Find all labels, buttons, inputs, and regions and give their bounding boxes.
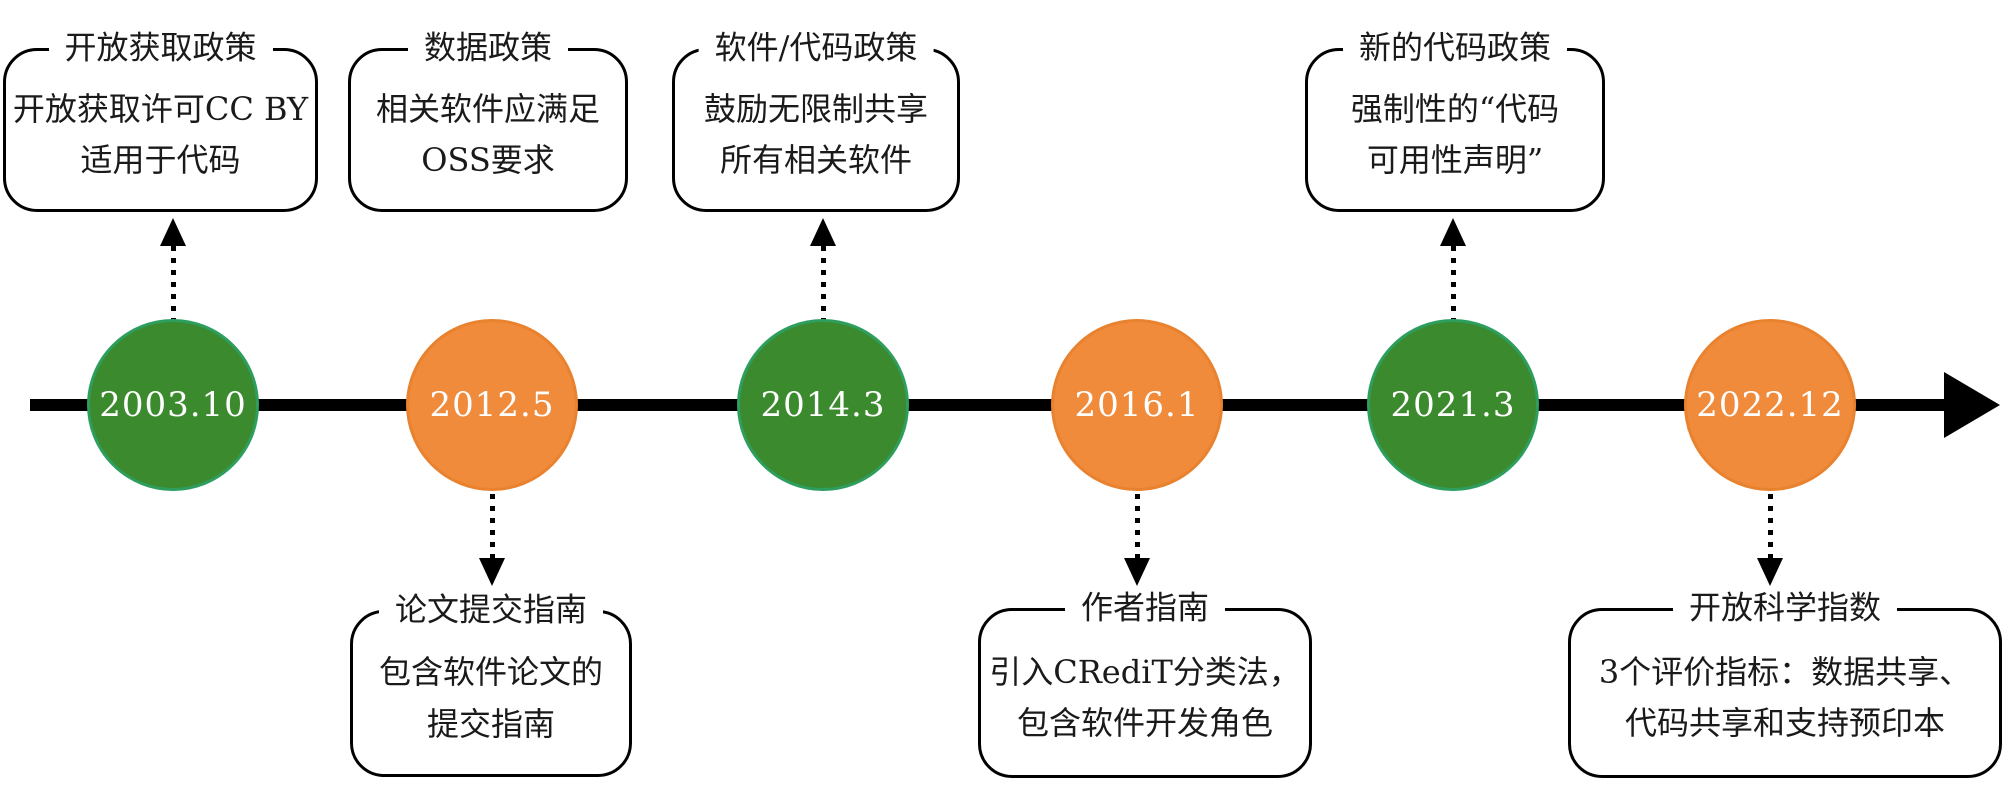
box-title: 新的代码政策 [1342, 29, 1568, 67]
box-title: 软件/代码政策 [698, 29, 934, 67]
box-title: 数据政策 [407, 29, 569, 67]
box-body: 强制性的“代码 可用性声明” [1308, 51, 1602, 209]
box-line: 提交指南 [426, 704, 555, 743]
box-open-science-index: 开放科学指数 3个评价指标：数据共享、 代码共享和支持预印本 [1568, 589, 2002, 778]
arrowhead-down-icon [1757, 558, 1783, 586]
dotted-line [170, 246, 176, 320]
box-title: 作者指南 [1064, 589, 1226, 627]
box-body: 开放获取许可CC BY 适用于代码 [6, 51, 315, 209]
dotted-arrow-up-2014-3 [810, 218, 836, 320]
box-data-policy: 数据政策 相关软件应满足 OSS要求 [348, 29, 628, 212]
dotted-arrow-up-2003-10 [160, 218, 186, 320]
event-circle-2014-3: 2014.3 [737, 319, 909, 491]
timeline-axis [30, 399, 1947, 411]
box-line: 代码共享和支持预印本 [1624, 704, 1945, 742]
event-date: 2012.5 [429, 385, 555, 425]
box-line: OSS要求 [421, 141, 555, 179]
dotted-line [489, 494, 495, 558]
dotted-line [1134, 494, 1140, 558]
event-date: 2014.3 [760, 385, 886, 425]
box-paper-submission-guide: 论文提交指南 包含软件论文的 提交指南 [350, 591, 632, 777]
box-line: 所有相关软件 [719, 141, 912, 179]
dotted-arrow-up-2021-3 [1440, 218, 1466, 320]
box-open-access-policy: 开放获取政策 开放获取许可CC BY 适用于代码 [3, 29, 318, 212]
box-body: 引入CRediT分类法， 包含软件开发角色 [981, 611, 1309, 775]
event-circle-2003-10: 2003.10 [87, 319, 259, 491]
dotted-arrow-down-2022-12 [1757, 494, 1783, 586]
box-line: 适用于代码 [80, 141, 241, 179]
box-line: 鼓励无限制共享 [703, 89, 928, 128]
arrowhead-down-icon [1124, 558, 1150, 586]
box-line: 开放获取许可CC BY [12, 89, 309, 128]
arrowhead-up-icon [810, 218, 836, 246]
timeline-arrowhead-icon [1944, 372, 2000, 438]
box-title: 开放获取政策 [48, 29, 273, 67]
box-line: 相关软件应满足 [375, 89, 600, 128]
event-circle-2022-12: 2022.12 [1684, 319, 1856, 491]
box-line: 可用性声明” [1366, 141, 1544, 179]
box-line: 包含软件开发角色 [1016, 704, 1273, 742]
event-date: 2021.3 [1390, 385, 1516, 425]
event-circle-2016-1: 2016.1 [1051, 319, 1223, 491]
box-software-code-policy: 软件/代码政策 鼓励无限制共享 所有相关软件 [672, 29, 960, 212]
dotted-arrow-down-2012-5 [479, 494, 505, 586]
dotted-line [1767, 494, 1773, 558]
event-date: 2003.10 [99, 385, 247, 425]
event-circle-2021-3: 2021.3 [1367, 319, 1539, 491]
box-body: 鼓励无限制共享 所有相关软件 [675, 51, 957, 209]
event-circle-2012-5: 2012.5 [406, 319, 578, 491]
arrowhead-up-icon [160, 218, 186, 246]
dotted-line [1450, 246, 1456, 320]
event-date: 2016.1 [1074, 385, 1200, 425]
box-line: 包含软件论文的 [378, 653, 603, 692]
arrowhead-down-icon [479, 558, 505, 586]
box-new-code-policy: 新的代码政策 强制性的“代码 可用性声明” [1305, 29, 1605, 212]
box-author-guide: 作者指南 引入CRediT分类法， 包含软件开发角色 [978, 589, 1312, 778]
box-line: 引入CRediT分类法， [989, 652, 1301, 691]
box-title: 论文提交指南 [378, 591, 604, 629]
event-date: 2022.12 [1696, 385, 1844, 425]
box-body: 相关软件应满足 OSS要求 [351, 51, 625, 209]
box-body: 3个评价指标：数据共享、 代码共享和支持预印本 [1571, 611, 1999, 775]
dotted-line [820, 246, 826, 320]
dotted-arrow-down-2016-1 [1124, 494, 1150, 586]
box-body: 包含软件论文的 提交指南 [353, 613, 629, 774]
arrowhead-up-icon [1440, 218, 1466, 246]
box-line: 强制性的“代码 [1350, 89, 1560, 128]
box-line: 3个评价指标：数据共享、 [1598, 652, 1972, 691]
box-title: 开放科学指数 [1672, 589, 1898, 627]
